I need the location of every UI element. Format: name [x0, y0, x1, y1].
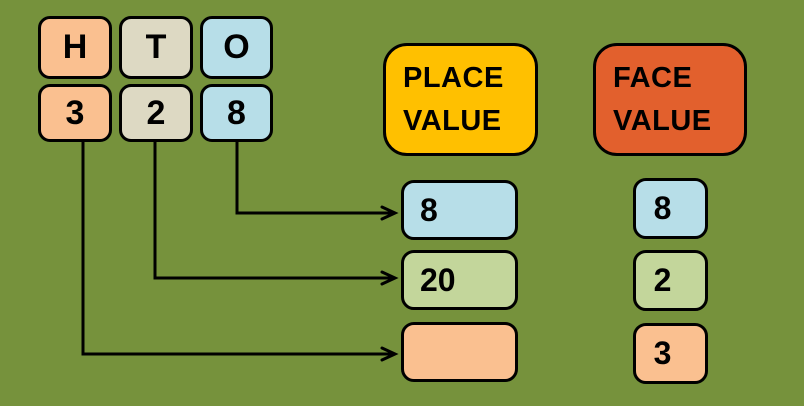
place-value-box-tens: 20 [401, 250, 518, 310]
place-value-title-line1: PLACE [403, 62, 504, 95]
column-header-ones: O [200, 16, 273, 79]
column-header-hundreds: H [38, 16, 112, 79]
face-value-box-tens: 2 [633, 250, 708, 311]
place-value-box-ones: 8 [401, 180, 518, 240]
arrow-ones [235, 142, 399, 221]
place-value-title: PLACE VALUE [383, 43, 538, 156]
face-value-title-line2: VALUE [613, 104, 712, 137]
face-value-title-line1: FACE [613, 62, 693, 95]
place-value-box-hundreds [401, 322, 518, 382]
face-value-title: FACE VALUE [593, 43, 747, 156]
arrow-tens [153, 142, 399, 286]
place-value-title-line2: VALUE [403, 104, 502, 137]
face-value-box-hundreds: 3 [633, 323, 708, 384]
face-value-box-ones: 8 [633, 178, 708, 239]
digit-tens: 2 [119, 84, 193, 142]
digit-ones: 8 [200, 84, 273, 142]
column-header-tens: T [119, 16, 193, 79]
arrow-hundreds [81, 142, 399, 362]
digit-hundreds: 3 [38, 84, 112, 142]
